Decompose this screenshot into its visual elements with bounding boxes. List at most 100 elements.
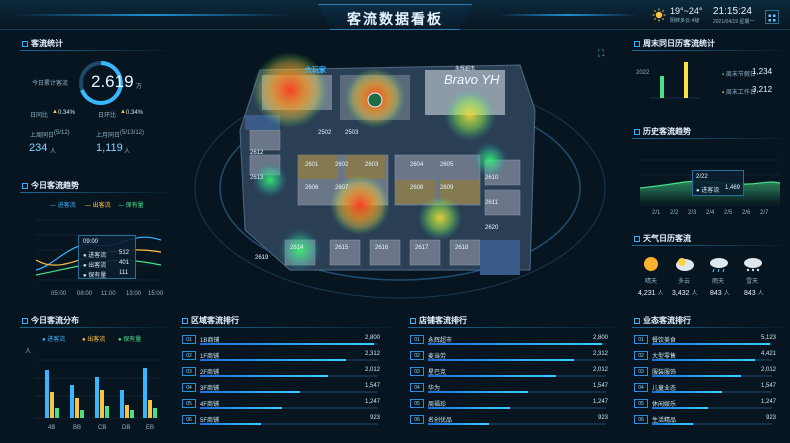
shop-label[interactable]: 2620 [485, 225, 499, 231]
rank-value: 5,123 [760, 335, 776, 341]
map-brand-2: Bravo YH [444, 72, 500, 87]
shop-label[interactable]: 2610 [485, 175, 499, 181]
grid-menu-icon[interactable] [765, 10, 779, 24]
shop-label[interactable]: 2611 [485, 200, 498, 206]
weekly-chart [650, 56, 700, 107]
rank-name: 永辉超市 [428, 338, 453, 344]
dist-unit: 人 [25, 349, 32, 355]
dist-legend-hold-label: 保有量 [123, 337, 142, 343]
weather-value-2-num: 843 [710, 290, 722, 297]
shop-label[interactable]: 2601 [305, 162, 319, 168]
shop-label[interactable]: 2605 [440, 162, 454, 168]
map-brand-2-sub: 永辉超市 [455, 66, 476, 72]
shop-label[interactable]: 2607 [335, 185, 349, 191]
shop-label[interactable]: 2602 [335, 162, 349, 168]
dist-x-0: 4B [48, 425, 56, 431]
shop-label[interactable]: 2615 [335, 245, 349, 251]
weekly-legend-2: ▪ 周末工作日 [722, 90, 756, 96]
fullscreen-icon[interactable]: ⛶ [598, 48, 605, 58]
rank-bar-fill [652, 391, 722, 393]
rank-value: 2,012 [760, 367, 776, 373]
weather-day-1: 多云 [678, 279, 691, 285]
rank-badge: 02 [410, 351, 424, 360]
shop-rank-title: 店铺客流排行 [410, 315, 467, 326]
trend-tooltip: 09:00 ● 进客流 512 ● 出客流 401 ● 保有量 111 [78, 235, 136, 279]
shop-label[interactable]: 2614 [290, 245, 304, 251]
rank-name: 3F商铺 [200, 386, 220, 392]
weekly-legend-1: ▪ 周末节假日 [722, 72, 756, 78]
last-week-value: 234 [29, 142, 48, 154]
page-title: 客流数据看板 [347, 11, 443, 27]
yoy-value: 0.34% [58, 110, 76, 116]
rank-bar-track [652, 423, 772, 425]
history-x-6: 2/7 [760, 210, 769, 216]
rank-bar-fill [200, 391, 300, 393]
rank-bar-fill [200, 343, 374, 345]
region-rank-title: 区域客流排行 [182, 315, 239, 326]
rank-bar-fill [200, 423, 261, 425]
rank-bar-track [200, 375, 378, 377]
shop-label[interactable]: 2613 [250, 175, 264, 181]
dist-legend-out: ● 出客流 [82, 337, 106, 343]
shop-label[interactable]: 2609 [440, 185, 454, 191]
weather-value-0: 4,231 人 [638, 288, 664, 297]
shop-label[interactable]: 2502 [318, 130, 332, 136]
rank-badge: 01 [410, 335, 424, 344]
rank-value: 4,421 [760, 351, 776, 357]
shop-label[interactable]: 2619 [255, 255, 269, 261]
rank-badge: 05 [410, 399, 424, 408]
trend-x-3: 13:00 [126, 291, 142, 297]
shop-label[interactable]: 2616 [375, 245, 389, 251]
rank-value: 2,312 [364, 351, 380, 357]
shop-label[interactable]: 2603 [365, 162, 379, 168]
rank-bar-fill [428, 423, 489, 425]
rank-name: 华为 [428, 386, 441, 392]
weekly-year: 2022 [636, 70, 650, 76]
trend-tooltip-label-2: 保有量 [88, 273, 107, 279]
rank-bar-fill [428, 375, 556, 377]
rain-icon [708, 255, 730, 278]
rank-badge: 03 [634, 367, 648, 376]
rank-name: 儿童业态 [652, 386, 677, 392]
shop-label[interactable]: 2604 [410, 162, 424, 168]
rank-badge: 05 [634, 399, 648, 408]
distribution-chart [30, 350, 165, 430]
rank-name: 休闲娱乐 [652, 402, 677, 408]
rank-badge: 06 [410, 415, 424, 424]
shop-label[interactable]: 2617 [415, 245, 429, 251]
rank-name: 4F商铺 [200, 402, 220, 408]
trend-tooltip-value-1: 401 [119, 260, 130, 266]
rank-bar-track [652, 407, 772, 409]
shop-label[interactable]: 2618 [455, 245, 469, 251]
rank-bar-fill [652, 423, 693, 425]
mall-map[interactable] [190, 40, 610, 308]
trend-x-2: 11:00 [101, 291, 116, 297]
shop-label[interactable]: 2612 [250, 150, 264, 156]
shop-label[interactable]: 2606 [305, 185, 319, 191]
rank-bar-fill [200, 375, 328, 377]
shop-label[interactable]: 2503 [345, 130, 359, 136]
shop-label[interactable]: 2608 [410, 185, 424, 191]
weather-line [632, 245, 782, 246]
